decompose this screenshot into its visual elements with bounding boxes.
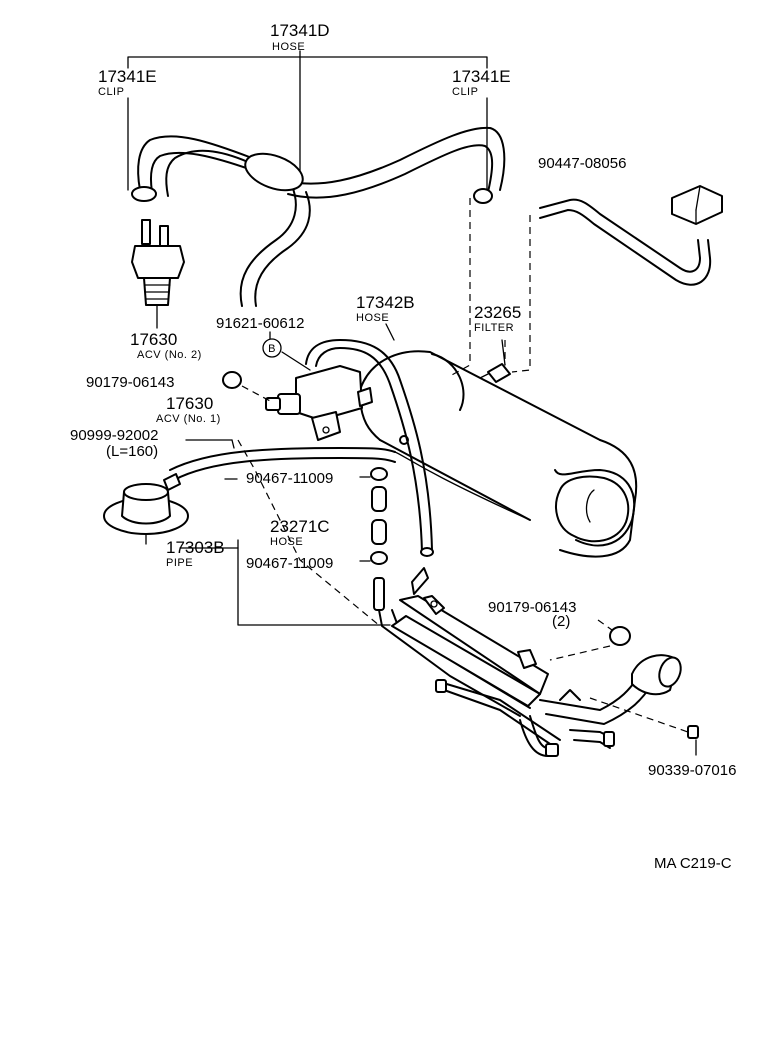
clip-left-drawing xyxy=(131,186,157,202)
label-17303b-number: 17303B xyxy=(166,538,225,557)
hose-90999-drawing xyxy=(169,439,531,521)
label-17342b-name: HOSE xyxy=(356,312,389,324)
label-filter-name: FILTER xyxy=(474,322,514,334)
filter-23265-drawing xyxy=(479,363,511,383)
label-90999-number: 90999-92002 xyxy=(70,427,158,444)
leader-clip-right-canister xyxy=(449,198,471,377)
label-clamp-upper-number: 90467-11009 xyxy=(246,470,333,487)
label-17303b-name: PIPE xyxy=(166,557,193,569)
clamp-upper-drawing xyxy=(359,467,388,481)
label-acv-no2-name: ACV (No. 2) xyxy=(137,349,202,361)
figure-code: MA C219-C xyxy=(654,855,732,872)
label-acv-no1-number: 17630 xyxy=(166,394,213,413)
label-acv-no2-number: 17630 xyxy=(130,330,177,349)
label-filter-number: 23265 xyxy=(474,303,521,322)
label-clip-left-number: 17341E xyxy=(98,67,157,86)
reference-b-label: B xyxy=(268,343,276,355)
nut-90179-b-drawing xyxy=(549,619,631,661)
clip-right-drawing xyxy=(473,188,493,204)
label-90999-length: (L=160) xyxy=(106,443,158,460)
label-17341d-name: HOSE xyxy=(272,41,305,53)
label-91621-number: 91621-60612 xyxy=(216,315,304,332)
reference-b-marker: B xyxy=(262,338,311,371)
pipe-17303b-drawing xyxy=(103,473,189,545)
canister-drawing xyxy=(359,350,638,558)
clamp-lower-drawing xyxy=(359,551,388,565)
acv-no2-drawing xyxy=(131,219,185,329)
leader-pipe-17303b xyxy=(237,439,391,627)
part-90339-drawing xyxy=(687,725,699,756)
acv-no1-drawing xyxy=(265,365,373,441)
label-17341d-number: 17341D xyxy=(270,21,330,40)
leader-90447 xyxy=(511,215,531,373)
label-90179-b-number: 90179-06143 xyxy=(488,599,576,616)
lower-pipe-assembly-drawing xyxy=(373,567,689,757)
label-23271c-number: 23271C xyxy=(270,517,330,536)
label-clamp-lower-number: 90467-11009 xyxy=(246,555,333,572)
top-bracket-lines xyxy=(127,50,488,191)
label-acv-no1-name: ACV (No. 1) xyxy=(156,413,221,425)
nut-90179-a-drawing xyxy=(222,371,273,403)
label-17342b-number: 17342B xyxy=(356,293,415,312)
label-23271c-name: HOSE xyxy=(270,536,303,548)
hose-90447-drawing xyxy=(539,185,723,286)
label-90179-b-qty: (2) xyxy=(552,613,570,630)
label-90179-a-number: 90179-06143 xyxy=(86,374,174,391)
hose-17342b-drawing xyxy=(305,339,434,557)
hose-23271c-drawing xyxy=(371,486,387,545)
label-leaders xyxy=(179,323,506,549)
label-clip-left-name: CLIP xyxy=(98,86,124,98)
hose-17341d-drawing xyxy=(137,126,506,307)
label-clip-right-number: 17341E xyxy=(452,67,511,86)
label-90447-number: 90447-08056 xyxy=(538,155,626,172)
label-clip-right-name: CLIP xyxy=(452,86,478,98)
label-90339-number: 90339-07016 xyxy=(648,762,736,779)
